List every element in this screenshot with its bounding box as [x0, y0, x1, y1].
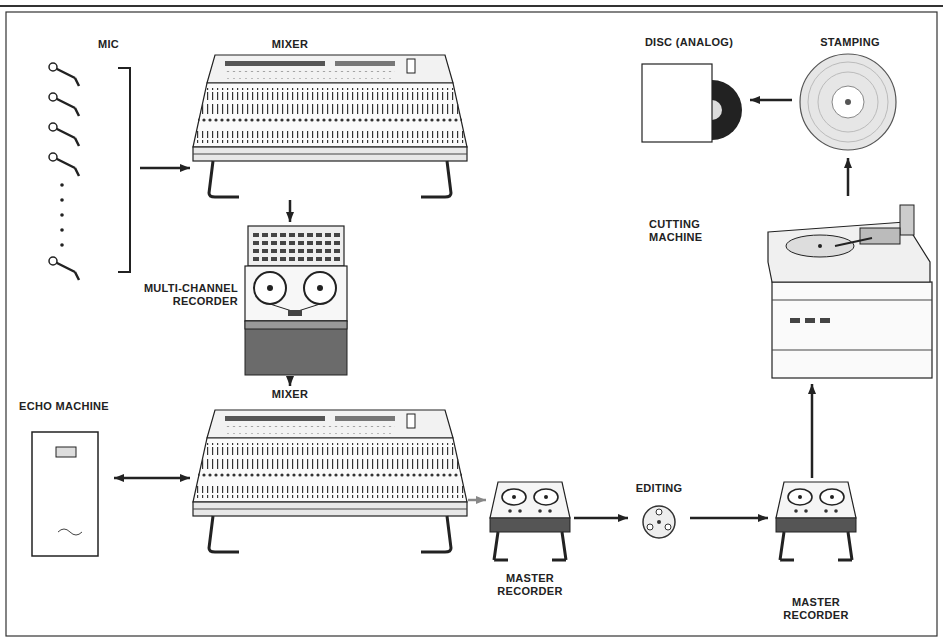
equipment-label: EDITING [628, 482, 690, 495]
rule [0, 5, 943, 7]
record-in-sleeve [642, 64, 742, 142]
equipment-label: MULTI-CHANNEL RECORDER [110, 282, 238, 308]
equipment-node: MASTER RECORDER [768, 478, 864, 624]
bracket [118, 68, 130, 272]
flow-arrow [289, 200, 292, 222]
equipment-node: EDITING [628, 478, 690, 546]
equipment-label: STAMPING [792, 36, 908, 49]
equipment-label: MIXER [230, 388, 350, 401]
microphones [49, 63, 79, 280]
equipment-node: STAMPING [792, 32, 908, 158]
master-recorder [776, 482, 856, 560]
equipment-label: ECHO MACHINE [14, 400, 114, 413]
equipment-label: MASTER RECORDER [486, 572, 574, 598]
equipment-label: CUTTING MACHINE [649, 218, 719, 244]
mixer-console [193, 410, 467, 552]
flow-arrow [114, 477, 190, 480]
flow-arrow [289, 378, 292, 386]
flow-arrow [468, 499, 486, 502]
mixer-console [193, 55, 467, 197]
equipment-node: MIC [40, 34, 140, 282]
equipment-node: MIXER [190, 386, 468, 570]
equipment-node: DISC (ANALOG) [628, 32, 750, 148]
equipment-node: ECHO MACHINE [14, 396, 114, 560]
equipment-node: CUTTING MACHINE [645, 196, 938, 384]
equipment-label: MIC [98, 38, 138, 51]
equipment-label: MIXER [230, 38, 350, 51]
flow-arrow [750, 99, 792, 102]
flow-arrow [574, 517, 628, 520]
master-recorder [490, 482, 570, 560]
equipment-node: MULTI-CHANNEL RECORDER [110, 222, 350, 378]
equipment-label: MASTER RECORDER [768, 596, 864, 622]
multichannel-recorder [245, 226, 347, 375]
frame [6, 12, 937, 636]
flow-arrow [690, 517, 768, 520]
stamper-disc [800, 54, 896, 150]
flow-arrow [847, 158, 850, 196]
equipment-label: DISC (ANALOG) [628, 36, 750, 49]
equipment-node: MIXER [190, 34, 468, 200]
equipment-node: MASTER RECORDER [486, 478, 574, 600]
cutting-lathe [768, 205, 932, 378]
flow-arrow [140, 167, 190, 170]
flow-arrow [811, 384, 814, 478]
tape-reel [643, 506, 675, 538]
echo-machine [32, 432, 98, 556]
